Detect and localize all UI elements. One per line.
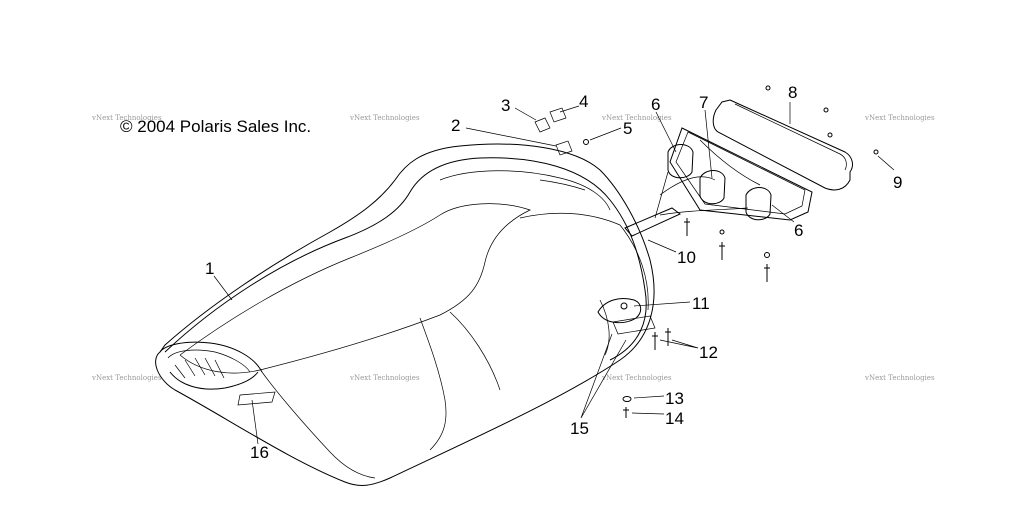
watermarks: vNext Technologies vNext Technologies vN… (91, 114, 935, 382)
watermark: vNext Technologies (349, 114, 420, 122)
watermark: vNext Technologies (91, 374, 162, 382)
watermark: vNext Technologies (91, 114, 162, 122)
callout-11: 11 (692, 294, 710, 313)
callout-2: 2 (451, 116, 460, 135)
callout-8: 8 (788, 83, 797, 102)
watermark: vNext Technologies (601, 374, 672, 382)
callout-labels: 1 2 3 4 5 6 7 8 9 6 10 11 12 13 14 15 16 (205, 83, 902, 462)
callout-6b: 6 (794, 221, 803, 240)
callout-13: 13 (665, 389, 684, 408)
callout-15: 15 (570, 419, 589, 438)
callout-16: 16 (250, 443, 269, 462)
watermark: vNext Technologies (601, 114, 672, 122)
callout-4: 4 (579, 92, 588, 111)
watermark: vNext Technologies (349, 374, 420, 382)
copyright-notice: © 2004 Polaris Sales Inc. (120, 117, 311, 136)
tail-light-drawing (624, 99, 853, 237)
callout-6: 6 (651, 95, 660, 114)
callout-12: 12 (699, 343, 718, 362)
leader-lines (213, 102, 895, 445)
callout-10: 10 (677, 248, 696, 267)
watermark: vNext Technologies (864, 374, 935, 382)
callout-1: 1 (205, 259, 214, 278)
callout-3: 3 (501, 96, 510, 115)
callout-9: 9 (893, 173, 902, 192)
callout-5: 5 (623, 119, 632, 138)
hardware-drawing (534, 85, 879, 418)
callout-7: 7 (699, 93, 708, 112)
callout-14: 14 (665, 409, 684, 428)
watermark: vNext Technologies (864, 114, 935, 122)
seat-drawing (155, 143, 656, 486)
